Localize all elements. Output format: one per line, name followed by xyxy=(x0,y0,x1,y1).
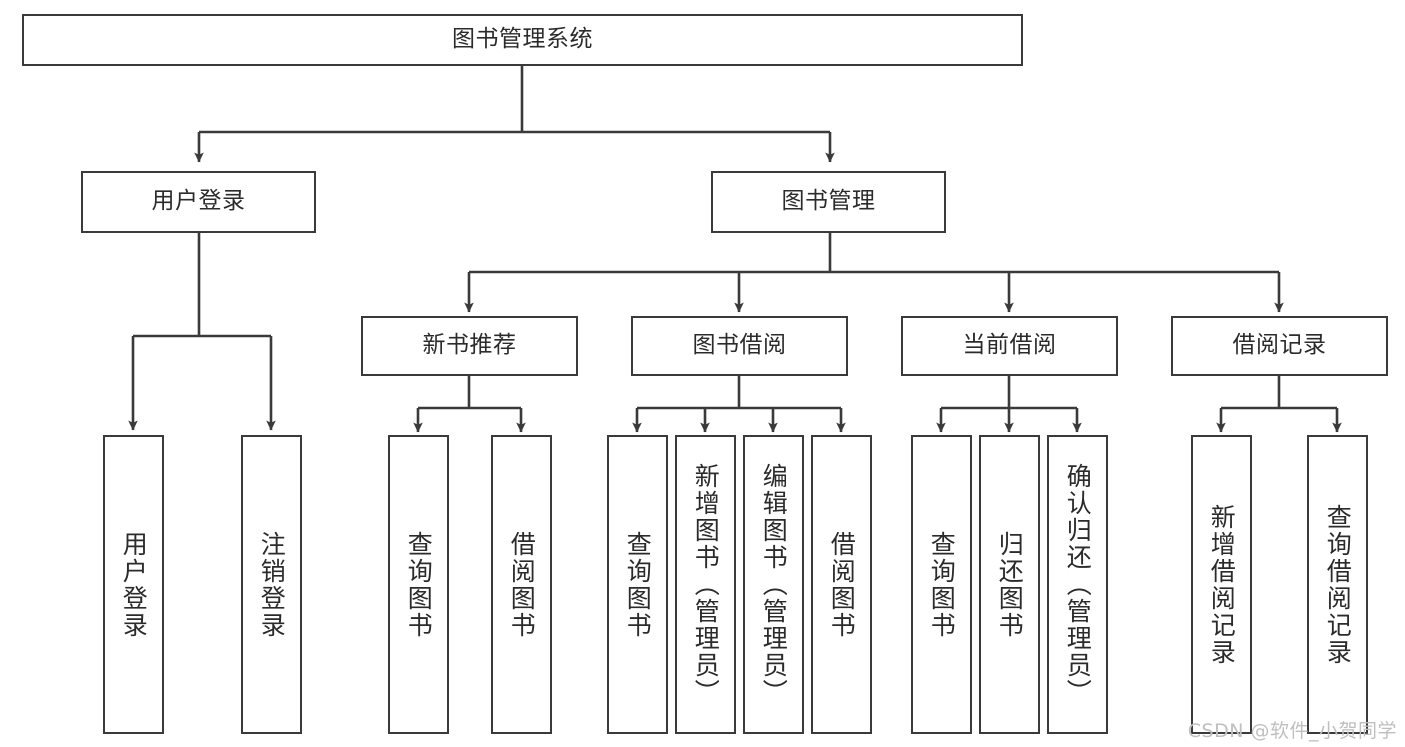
leaf-book-borrow-add-book-admin[interactable]: 新增图书（管理员） xyxy=(675,435,736,734)
node-label: 查询图书 xyxy=(927,530,957,639)
leaf-new-book-query-book[interactable]: 查询图书 xyxy=(388,435,449,734)
leaf-current-borrow-confirm-return-admin[interactable]: 确认归还（管理员） xyxy=(1047,435,1108,734)
node-label: 用户登录 xyxy=(151,188,246,215)
node-label: 归还图书 xyxy=(995,530,1025,639)
node-label: 新增借阅记录 xyxy=(1207,503,1237,666)
leaf-user-login-logout[interactable]: 注销登录 xyxy=(241,435,302,734)
leaf-book-borrow-edit-book-admin[interactable]: 编辑图书（管理员） xyxy=(743,435,804,734)
leaf-current-borrow-query-book[interactable]: 查询图书 xyxy=(911,435,972,734)
leaf-new-book-borrow-book[interactable]: 借阅图书 xyxy=(491,435,552,734)
node-label: 新增图书（管理员） xyxy=(691,463,721,706)
node-root-book-management-system[interactable]: 图书管理系统 xyxy=(22,14,1023,66)
node-book-borrow[interactable]: 图书借阅 xyxy=(631,316,848,376)
leaf-user-login-login[interactable]: 用户登录 xyxy=(103,435,164,734)
node-label: 编辑图书（管理员） xyxy=(759,463,789,706)
node-label: 注销登录 xyxy=(257,530,287,639)
node-label: 查询图书 xyxy=(623,530,653,639)
node-label: 图书管理系统 xyxy=(452,26,593,53)
node-label: 借阅记录 xyxy=(1232,332,1327,359)
node-label: 借阅图书 xyxy=(827,530,857,639)
leaf-book-borrow-query-book[interactable]: 查询图书 xyxy=(607,435,668,734)
leaf-book-borrow-borrow-book[interactable]: 借阅图书 xyxy=(811,435,872,734)
node-borrow-record[interactable]: 借阅记录 xyxy=(1171,316,1388,376)
node-label: 查询借阅记录 xyxy=(1323,503,1353,666)
node-label: 当前借阅 xyxy=(962,332,1057,359)
node-label: 查询图书 xyxy=(404,530,434,639)
node-current-borrow[interactable]: 当前借阅 xyxy=(901,316,1118,376)
node-new-book-recommend[interactable]: 新书推荐 xyxy=(361,316,578,376)
node-label: 图书借阅 xyxy=(692,332,787,359)
node-book-management[interactable]: 图书管理 xyxy=(711,171,946,233)
csdn-watermark: CSDN @软件_小贺同学 xyxy=(1187,720,1397,742)
node-label: 图书管理 xyxy=(781,188,876,215)
node-user-login[interactable]: 用户登录 xyxy=(81,171,316,233)
node-label: 确认归还（管理员） xyxy=(1063,463,1093,706)
leaf-borrow-record-add-record[interactable]: 新增借阅记录 xyxy=(1191,435,1252,734)
leaf-borrow-record-query-record[interactable]: 查询借阅记录 xyxy=(1307,435,1368,734)
node-label: 用户登录 xyxy=(119,530,149,639)
node-label: 借阅图书 xyxy=(507,530,537,639)
node-label: 新书推荐 xyxy=(422,332,517,359)
leaf-current-borrow-return-book[interactable]: 归还图书 xyxy=(979,435,1040,734)
